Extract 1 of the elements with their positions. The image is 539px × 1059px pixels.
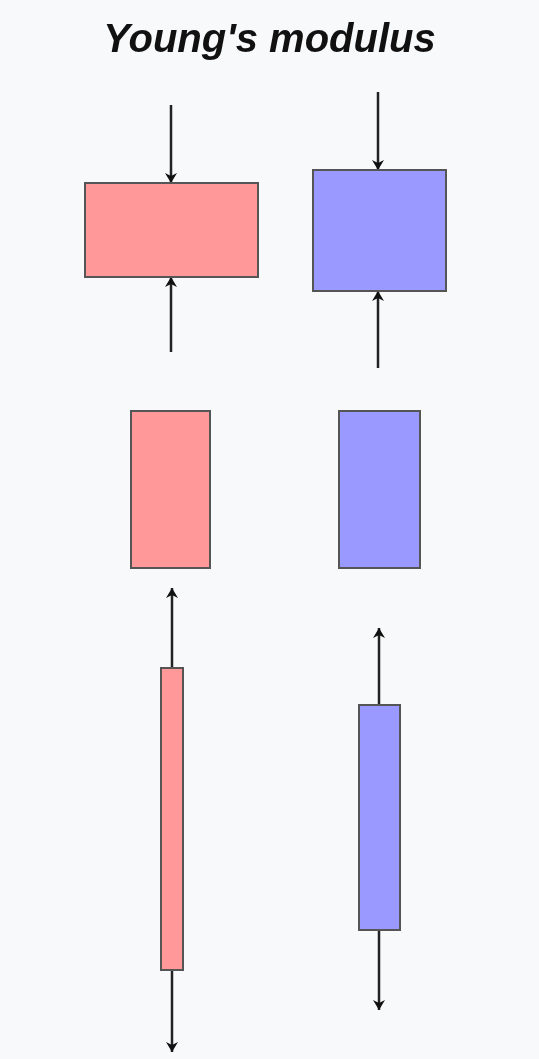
title: Young's modulus [103,16,436,61]
